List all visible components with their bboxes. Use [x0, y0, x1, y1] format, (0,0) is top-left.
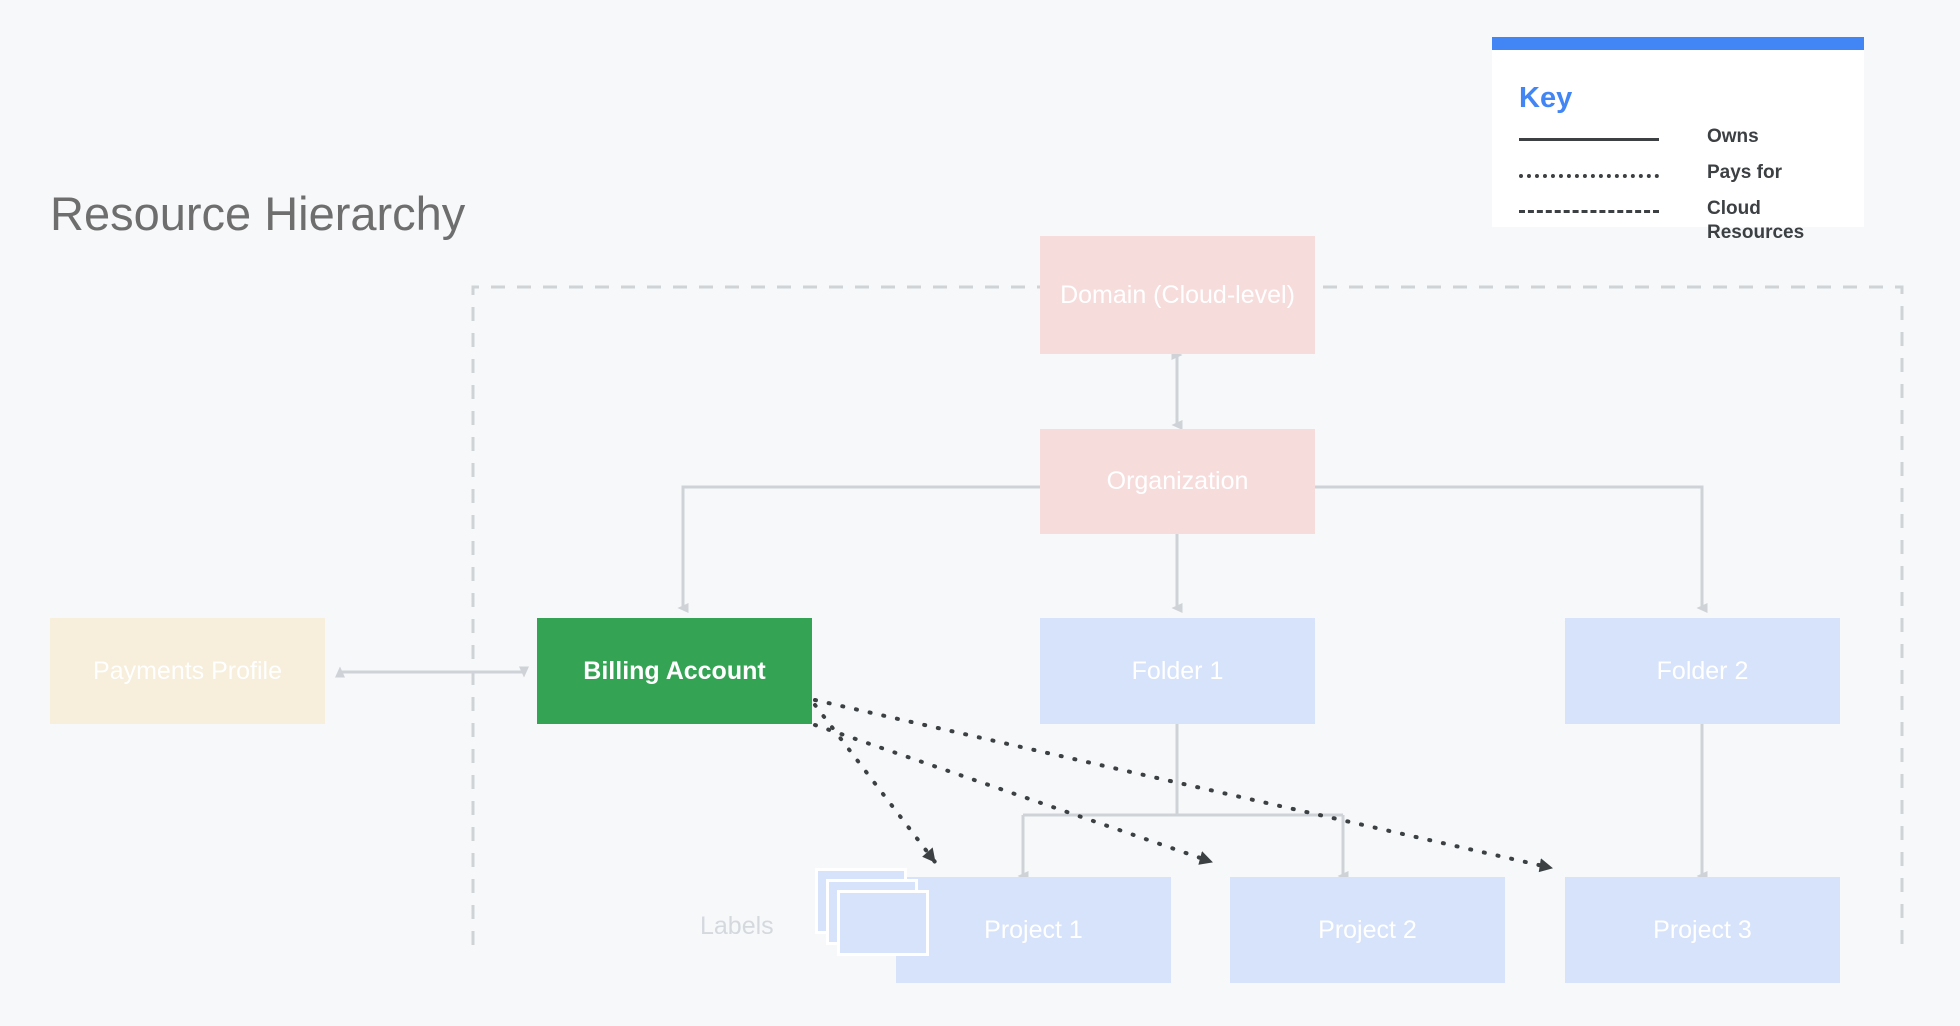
node-folder-2[interactable]: Folder 2 [1565, 618, 1840, 724]
node-folder-1-label: Folder 1 [1131, 656, 1224, 685]
cloud-resources-boundary [471, 285, 1904, 945]
node-project-1-label: Project 1 [984, 915, 1083, 944]
labels-caption: Labels [700, 912, 774, 940]
node-project-3-label: Project 3 [1653, 915, 1752, 944]
node-domain[interactable]: Domain (Cloud-level) [1040, 236, 1315, 354]
edge-folder-1-projects [1017, 724, 1349, 881]
key-title: Key [1519, 82, 1573, 114]
node-organization[interactable]: Organization [1040, 429, 1315, 534]
node-project-2-label: Project 2 [1318, 915, 1417, 944]
key-entry-cloud-resources: Cloud Resources [1519, 197, 1849, 243]
dotted-line-icon [1519, 174, 1659, 178]
key-entry-list: Owns Pays for Cloud Resources [1519, 125, 1849, 243]
key-accent-bar [1492, 37, 1864, 50]
node-payments-profile[interactable]: Payments Profile [50, 618, 325, 724]
node-project-2[interactable]: Project 2 [1230, 877, 1505, 983]
labels-stack-icon[interactable] [815, 868, 935, 968]
page-title: Resource Hierarchy [50, 187, 466, 240]
edge-billing-account-pays-for [813, 698, 1554, 873]
node-folder-2-label: Folder 2 [1656, 656, 1749, 685]
edge-organization-billing-account [677, 485, 1040, 613]
node-billing-account-label: Billing Account [583, 656, 766, 685]
node-project-1[interactable]: Project 1 [896, 877, 1171, 983]
solid-line-icon [1519, 138, 1659, 141]
node-organization-label: Organization [1106, 467, 1249, 496]
key-entry-owns: Owns [1519, 125, 1849, 161]
key-panel: Key Owns Pays for Cloud Resources [1492, 37, 1864, 243]
label-card-front [837, 890, 929, 956]
node-folder-1[interactable]: Folder 1 [1040, 618, 1315, 724]
key-entry-owns-label: Owns [1707, 126, 1759, 147]
edge-organization-folder-2 [1315, 485, 1708, 613]
dashed-line-icon [1519, 210, 1659, 213]
key-entry-pays-for-label: Pays for [1707, 162, 1782, 183]
key-entry-cloud-resources-label: Cloud Resources [1707, 198, 1805, 244]
node-billing-account[interactable]: Billing Account [537, 618, 812, 724]
node-domain-label: Domain (Cloud-level) [1060, 280, 1295, 309]
key-entry-pays-for: Pays for [1519, 161, 1849, 197]
node-payments-profile-label: Payments Profile [93, 656, 282, 685]
node-project-3[interactable]: Project 3 [1565, 877, 1840, 983]
